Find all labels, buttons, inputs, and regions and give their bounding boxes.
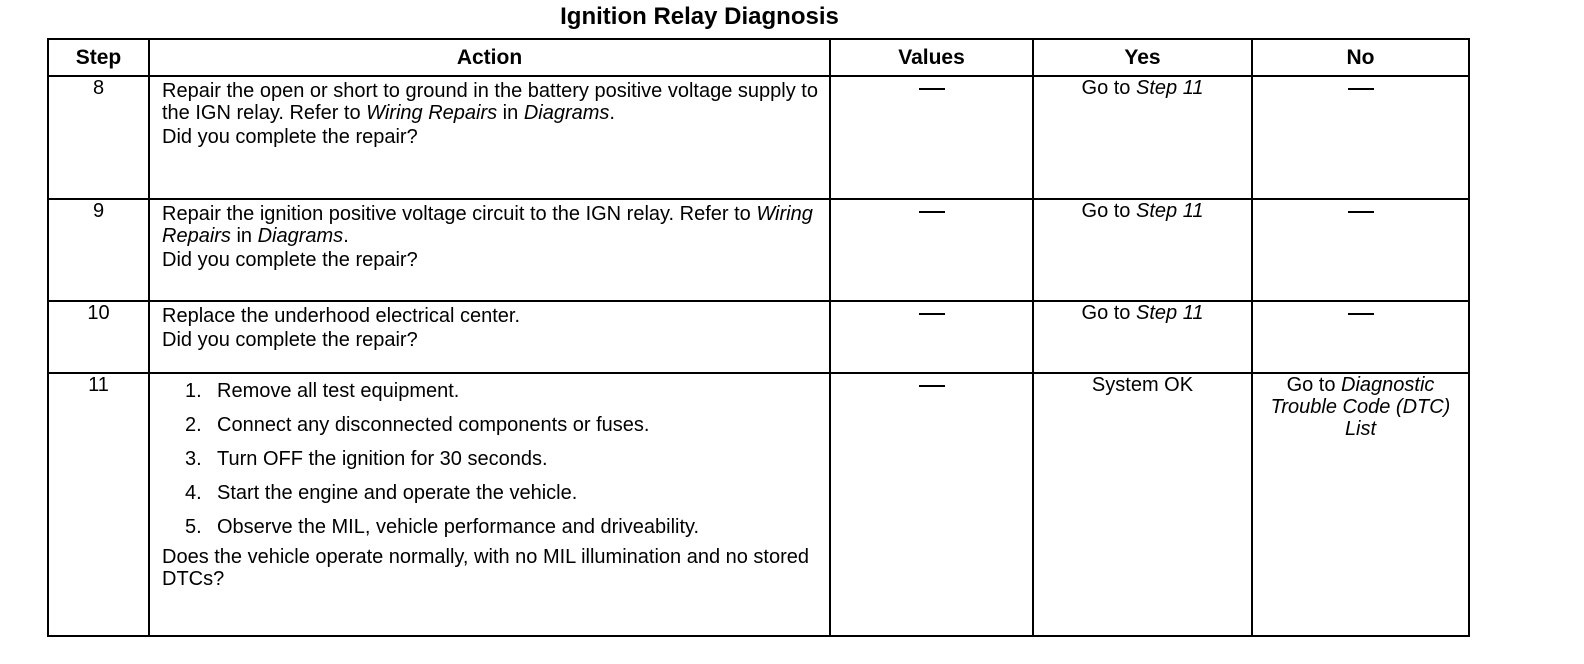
action-question: Does the vehicle operate normally, with … (162, 546, 810, 590)
action-text: Replace the underhood electrical center. (162, 305, 521, 327)
yes-cell: Go to Step 11 (1032, 75, 1253, 200)
diagrams-ref: Diagrams (523, 102, 610, 124)
table-row-step-8: 8 Repair the open or short to ground in … (47, 75, 1470, 200)
step-number: 8 (47, 75, 150, 200)
action-cell: Repair the ignition positive voltage cir… (148, 198, 831, 302)
action-cell: Repair the open or short to ground in th… (148, 75, 831, 200)
header-values: Values (829, 38, 1034, 77)
table-row-step-10: 10 Replace the underhood electrical cent… (47, 300, 1470, 374)
step-number: 11 (47, 372, 150, 637)
table-header-row: Step Action Values Yes No (47, 38, 1470, 77)
table-row-step-11: 11 1.Remove all test equipment. 2.Connec… (47, 372, 1470, 637)
dash-mark (918, 87, 945, 90)
values-cell (829, 198, 1034, 302)
list-item: 2.Connect any disconnected components or… (185, 414, 650, 436)
list-item: 4.Start the engine and operate the vehic… (185, 482, 578, 504)
action-text: Repair the open or short to ground in th… (162, 80, 818, 124)
values-cell (829, 372, 1034, 637)
header-step: Step (47, 38, 150, 77)
yes-cell: System OK (1032, 372, 1253, 637)
no-cell (1251, 198, 1470, 302)
document-title: Ignition Relay Diagnosis (560, 3, 839, 30)
table-row-step-9: 9 Repair the ignition positive voltage c… (47, 198, 1470, 302)
step-number: 9 (47, 198, 150, 302)
no-cell (1251, 75, 1470, 200)
dash-mark (1347, 312, 1374, 315)
step-number: 10 (47, 300, 150, 374)
header-yes: Yes (1032, 38, 1253, 77)
dash-mark (1347, 87, 1374, 90)
no-cell: Go to Diagnostic Trouble Code (DTC) List (1251, 372, 1470, 637)
header-no: No (1251, 38, 1470, 77)
action-cell: 1.Remove all test equipment. 2.Connect a… (148, 372, 831, 637)
dash-mark (918, 312, 945, 315)
list-item: 1.Remove all test equipment. (185, 380, 460, 402)
action-text: Repair the ignition positive voltage cir… (162, 203, 813, 247)
diagnosis-table: Step Action Values Yes No 8 Repair the o… (47, 38, 1470, 637)
list-item: 3.Turn OFF the ignition for 30 seconds. (185, 448, 548, 470)
action-question: Did you complete the repair? (162, 126, 418, 148)
list-item: 5.Observe the MIL, vehicle performance a… (185, 516, 700, 538)
wiring-repairs-ref: Wiring Repairs (366, 102, 498, 124)
dash-mark (918, 384, 945, 387)
dash-mark (1347, 210, 1374, 213)
procedure-list: 1.Remove all test equipment. 2.Connect a… (162, 380, 819, 538)
diagrams-ref: Diagrams (257, 225, 344, 247)
action-question: Did you complete the repair? (162, 249, 418, 271)
step-ref: Step 11 (1136, 302, 1204, 324)
step-ref: Step 11 (1136, 77, 1204, 99)
dtc-list-ref: Diagnostic Trouble Code (DTC) List (1270, 374, 1451, 440)
step-ref: Step 11 (1136, 200, 1204, 222)
dash-mark (918, 210, 945, 213)
yes-cell: Go to Step 11 (1032, 300, 1253, 374)
no-cell (1251, 300, 1470, 374)
action-question: Did you complete the repair? (162, 329, 418, 351)
yes-cell: Go to Step 11 (1032, 198, 1253, 302)
action-cell: Replace the underhood electrical center.… (148, 300, 831, 374)
header-action: Action (148, 38, 831, 77)
values-cell (829, 75, 1034, 200)
wiring-repairs-ref: Wiring Repairs (162, 203, 813, 247)
values-cell (829, 300, 1034, 374)
